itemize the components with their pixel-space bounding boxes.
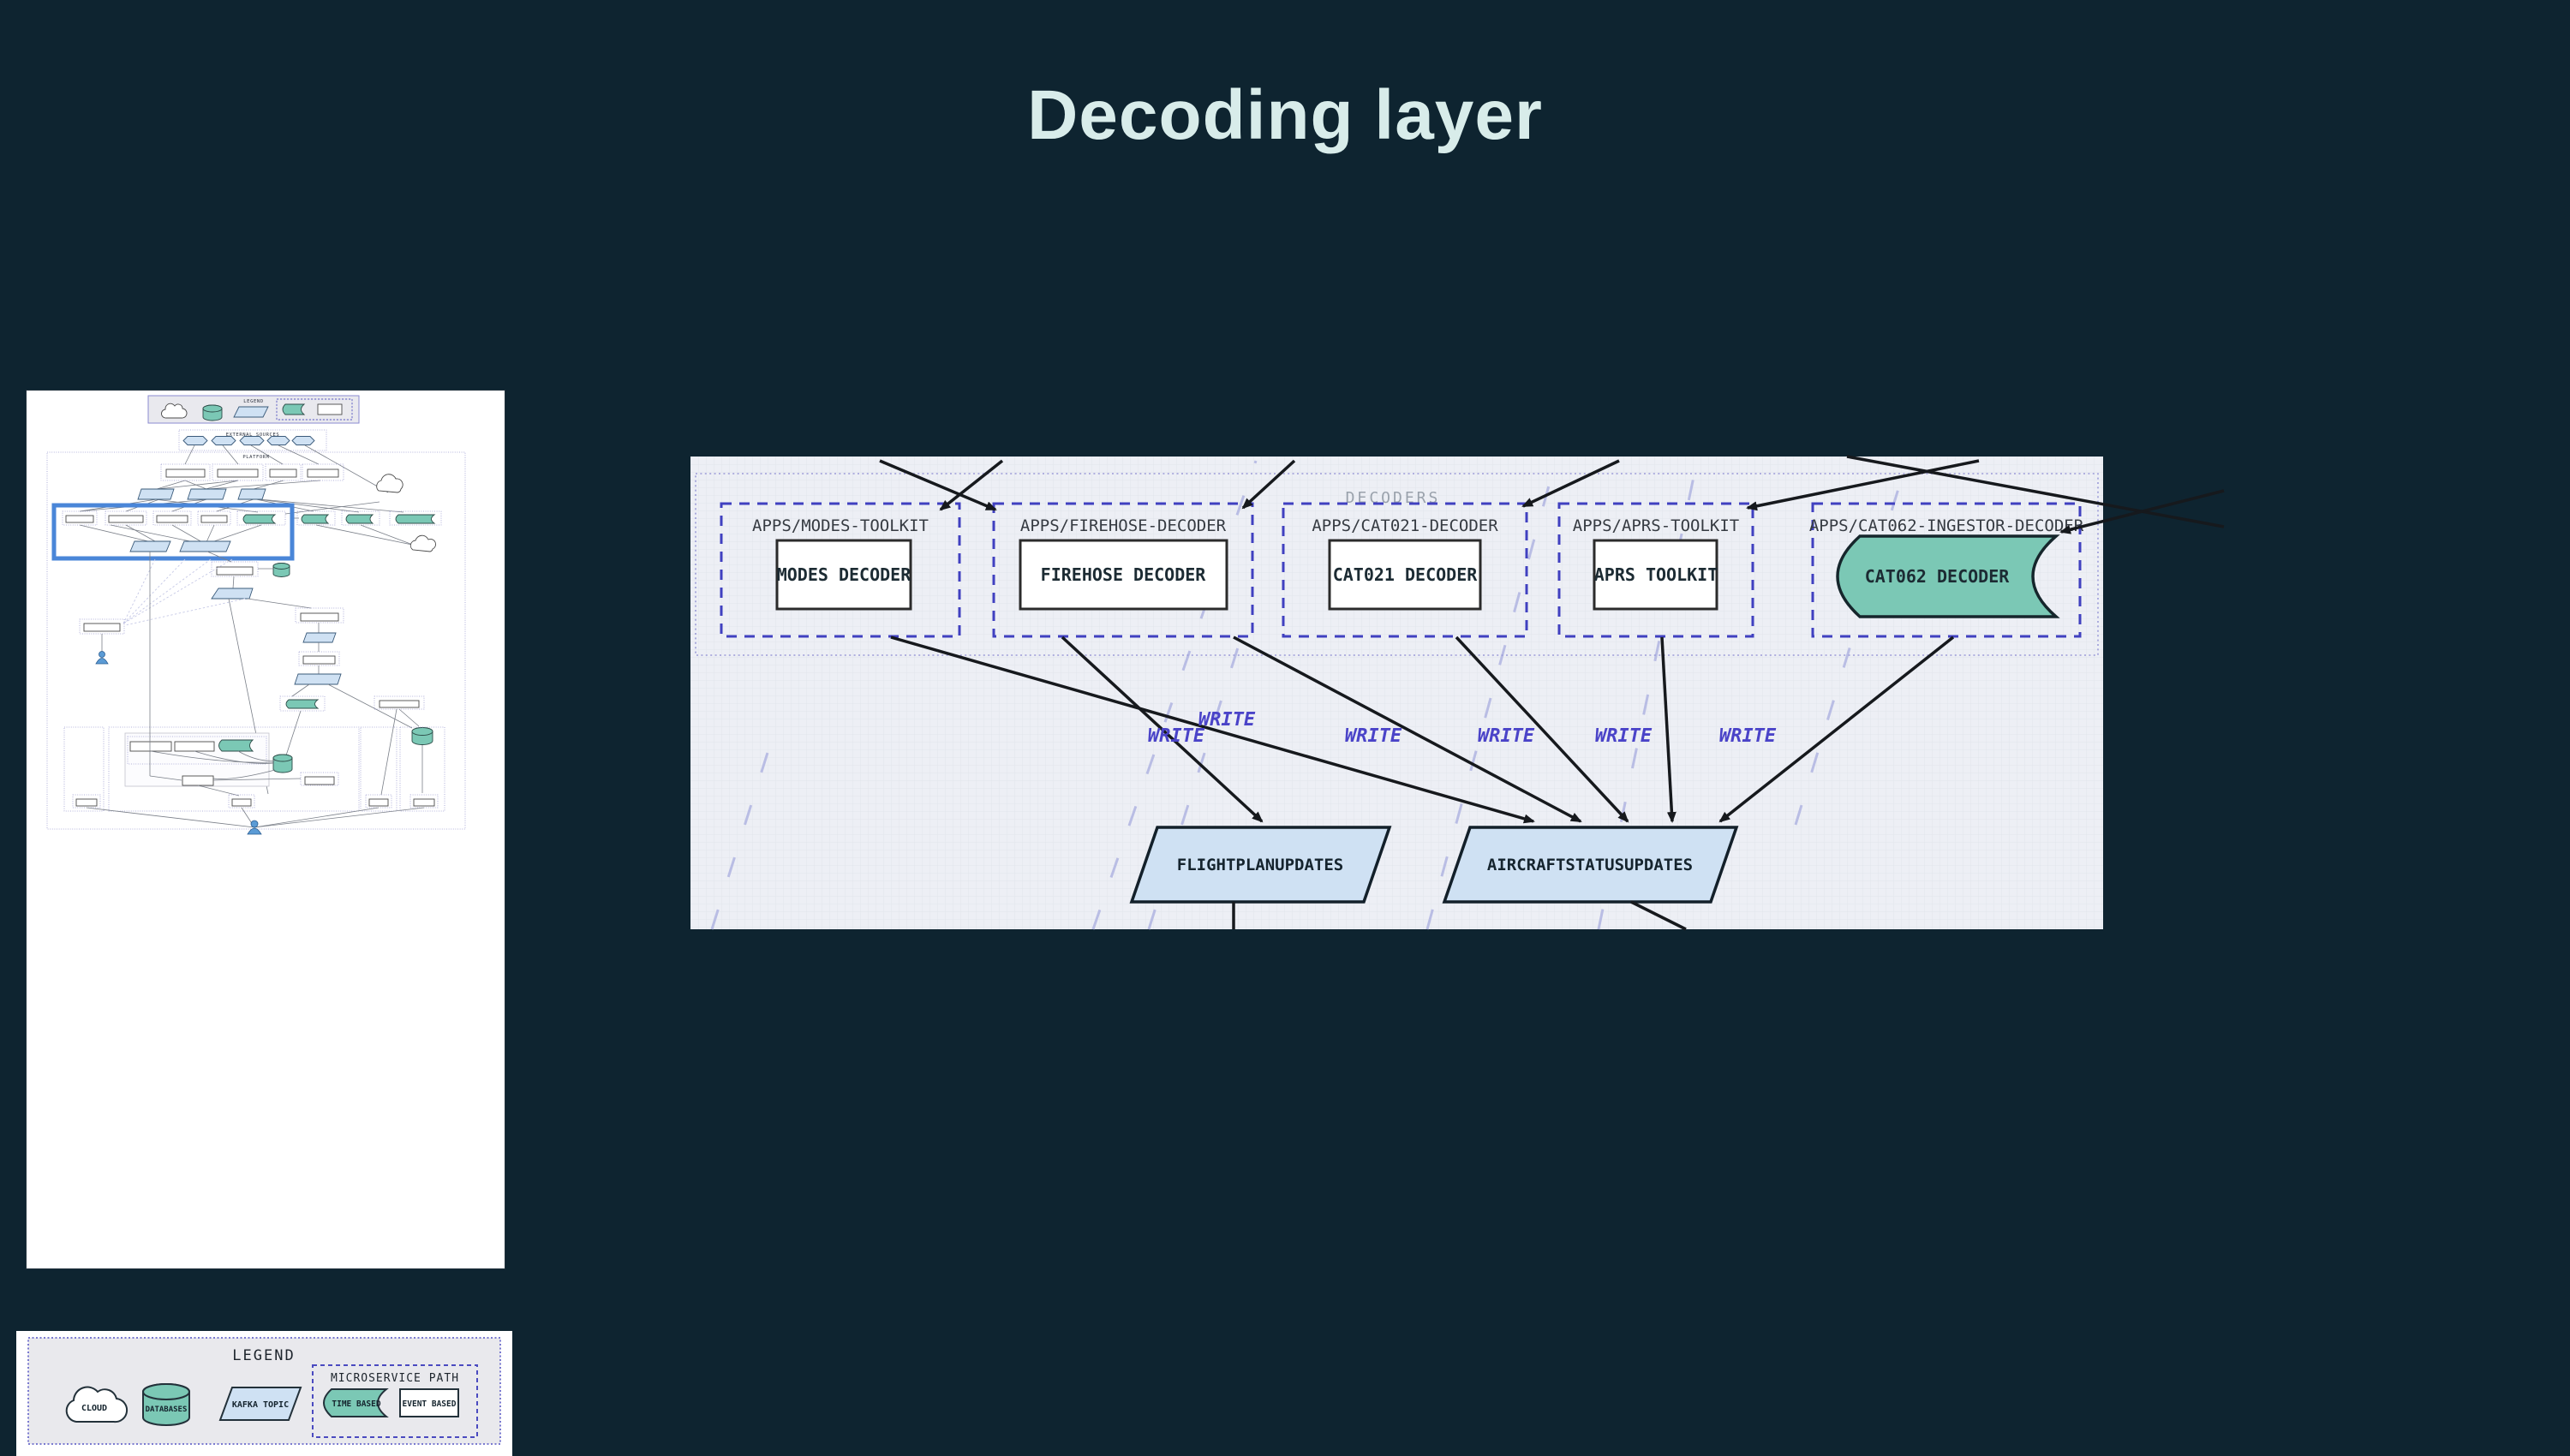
write-labels: WRITE WRITE WRITE WRITE WRITE WRITE	[1148, 709, 1777, 747]
decoder-container-label: APPS/MODES-TOOLKIT	[752, 516, 929, 535]
firehose-decoder-label: FIREHOSE DECODER	[1041, 564, 1207, 585]
kafka-topic-icon	[218, 1387, 302, 1421]
cat062-decoder-node[interactable]	[1836, 534, 2060, 618]
minimap-aircraftstatusupdates	[179, 540, 231, 552]
write-edges	[890, 636, 1955, 824]
svg-text:WRITE: WRITE	[1198, 709, 1256, 731]
decoders-svg: DECODERS APPS/MODES-TOOLKIT MODES DECODE…	[690, 455, 2225, 931]
decoder-container-label: APPS/CAT021-DECODER	[1312, 516, 1498, 535]
legend-card: LEGEND CLOUD DATABASES KAFKA TOPIC MICRO…	[16, 1331, 512, 1456]
minimap-external-sources: EXTERNAL SOURCES	[178, 429, 327, 451]
minimap-replay-area	[63, 552, 445, 812]
firehose-decoder-node[interactable]	[1019, 539, 1228, 611]
svg-text:KAFKA TOPIC: KAFKA TOPIC	[232, 1400, 289, 1410]
minimap-platform-box	[46, 451, 466, 830]
modes-decoder-node[interactable]	[775, 539, 912, 611]
decoder-modes-toolkit[interactable]: APPS/MODES-TOOLKIT MODES DECODER	[720, 502, 961, 638]
minimap-legend: LEGEND	[147, 395, 360, 424]
minimap-source-hexagon	[182, 436, 208, 445]
minimap-left-consumer	[79, 558, 246, 665]
decoder-firehose[interactable]: APPS/FIREHOSE-DECODER FIREHOSE DECODER	[992, 502, 1254, 638]
outgoing-edges	[1232, 900, 1687, 931]
svg-text:TIME BASED: TIME BASED	[332, 1399, 380, 1409]
modes-decoder-label: MODES DECODER	[777, 564, 911, 585]
svg-text:CLOUD: CLOUD	[81, 1404, 107, 1413]
svg-text:WRITE: WRITE	[1595, 725, 1653, 747]
minimap-right-chain	[291, 607, 413, 729]
topic-flightplanupdates[interactable]: FLIGHTPLANUPDATES	[1129, 826, 1392, 904]
minimap-flightplanupdates	[129, 540, 171, 552]
minimap-cloud-node	[376, 474, 403, 493]
minimap-source-hexagon	[239, 436, 265, 445]
decoder-container-label: APPS/FIREHOSE-DECODER	[1020, 516, 1227, 535]
decoders-panel: DECODERS APPS/MODES-TOOLKIT MODES DECODE…	[690, 455, 2241, 938]
svg-text:EVENT BASED: EVENT BASED	[403, 1399, 457, 1409]
event-based-icon	[399, 1388, 459, 1417]
legend-microservice-path: MICROSERVICE PATH TIME BASED EVENT BASED	[312, 1364, 478, 1438]
legend-title: LEGEND	[232, 1347, 295, 1364]
minimap-legend-label: LEGEND	[243, 399, 263, 404]
flightplanupdates-label: FLIGHTPLANUPDATES	[1177, 856, 1343, 874]
time-based-dashed-paths	[710, 460, 1909, 930]
decoder-aprs-toolkit[interactable]: APPS/APRS-TOOLKIT APRS TOOLKIT	[1557, 502, 1754, 638]
time-based-icon	[323, 1388, 389, 1417]
cat021-decoder-node[interactable]	[1328, 539, 1482, 611]
incoming-arrows	[879, 455, 2225, 534]
minimap-decoder-row	[62, 510, 286, 526]
decoders-group-container	[695, 473, 2099, 656]
minimap-source-hexagon	[211, 436, 236, 445]
minimap-cloud-icon	[161, 403, 188, 419]
cat062-decoder-label: CAT062 DECODER	[1865, 566, 2011, 587]
aircraftstatusupdates-label: AIRCRAFTSTATUSUPDATES	[1487, 856, 1693, 874]
svg-text:WRITE: WRITE	[1345, 725, 1402, 747]
minimap-source-hexagon	[291, 436, 315, 445]
minimap-viewport-rect[interactable]	[51, 503, 295, 561]
legend-kafka-topic-item: KAFKA TOPIC	[218, 1387, 302, 1421]
minimap-user-icon-bottom	[250, 820, 259, 828]
aprs-toolkit-label: APRS TOOLKIT	[1594, 564, 1718, 585]
svg-text:DATABASES: DATABASES	[146, 1405, 188, 1414]
legend-cloud-item: CLOUD	[65, 1386, 128, 1423]
svg-text:WRITE: WRITE	[1719, 725, 1777, 747]
decoder-cat062-ingestor[interactable]: APPS/CAT062-INGESTOR-DECODER CAT062 DECO…	[1809, 502, 2084, 638]
page-title: Decoding layer	[1027, 76, 1543, 154]
minimap-overview: LEGEND EXTERNAL SOURCES PLATFORM	[27, 391, 505, 1268]
cat021-decoder-label: CAT021 DECODER	[1333, 564, 1479, 585]
svg-text:WRITE: WRITE	[1148, 725, 1205, 747]
decoder-container-label: APPS/APRS-TOOLKIT	[1573, 516, 1739, 535]
legend-svg: LEGEND CLOUD DATABASES KAFKA TOPIC MICRO…	[27, 1337, 501, 1445]
minimap-bottom-row	[72, 794, 439, 835]
minimap-svg: LEGEND EXTERNAL SOURCES PLATFORM	[46, 395, 466, 835]
minimap-mid-services	[279, 695, 433, 796]
microservice-path-title: MICROSERVICE PATH	[331, 1372, 459, 1385]
minimap-source-hexagon	[266, 436, 290, 445]
topic-aircraftstatusupdates[interactable]: AIRCRAFTSTATUSUPDATES	[1442, 826, 1739, 904]
svg-text:WRITE: WRITE	[1478, 725, 1535, 747]
minimap-cloud-node-2	[409, 534, 436, 552]
minimap-kafka-icon	[233, 406, 269, 418]
minimap-topic-row	[137, 488, 266, 500]
minimap-ingestor-row	[160, 463, 344, 481]
minimap-write-edges	[79, 517, 418, 547]
minimap-right-decoders	[296, 510, 442, 526]
legend-databases-item: DATABASES	[142, 1383, 190, 1426]
decoder-cat021[interactable]: APPS/CAT021-DECODER CAT021 DECODER	[1282, 502, 1528, 638]
minimap-external-sources-label: EXTERNAL SOURCES	[226, 433, 280, 438]
decoder-container-label: APPS/CAT062-INGESTOR-DECODER	[1809, 516, 2084, 535]
minimap-platform-label: PLATFORM	[242, 455, 269, 460]
minimap-user-icon	[99, 651, 105, 658]
aprs-toolkit-node[interactable]	[1593, 539, 1718, 611]
cloud-icon	[65, 1386, 128, 1423]
